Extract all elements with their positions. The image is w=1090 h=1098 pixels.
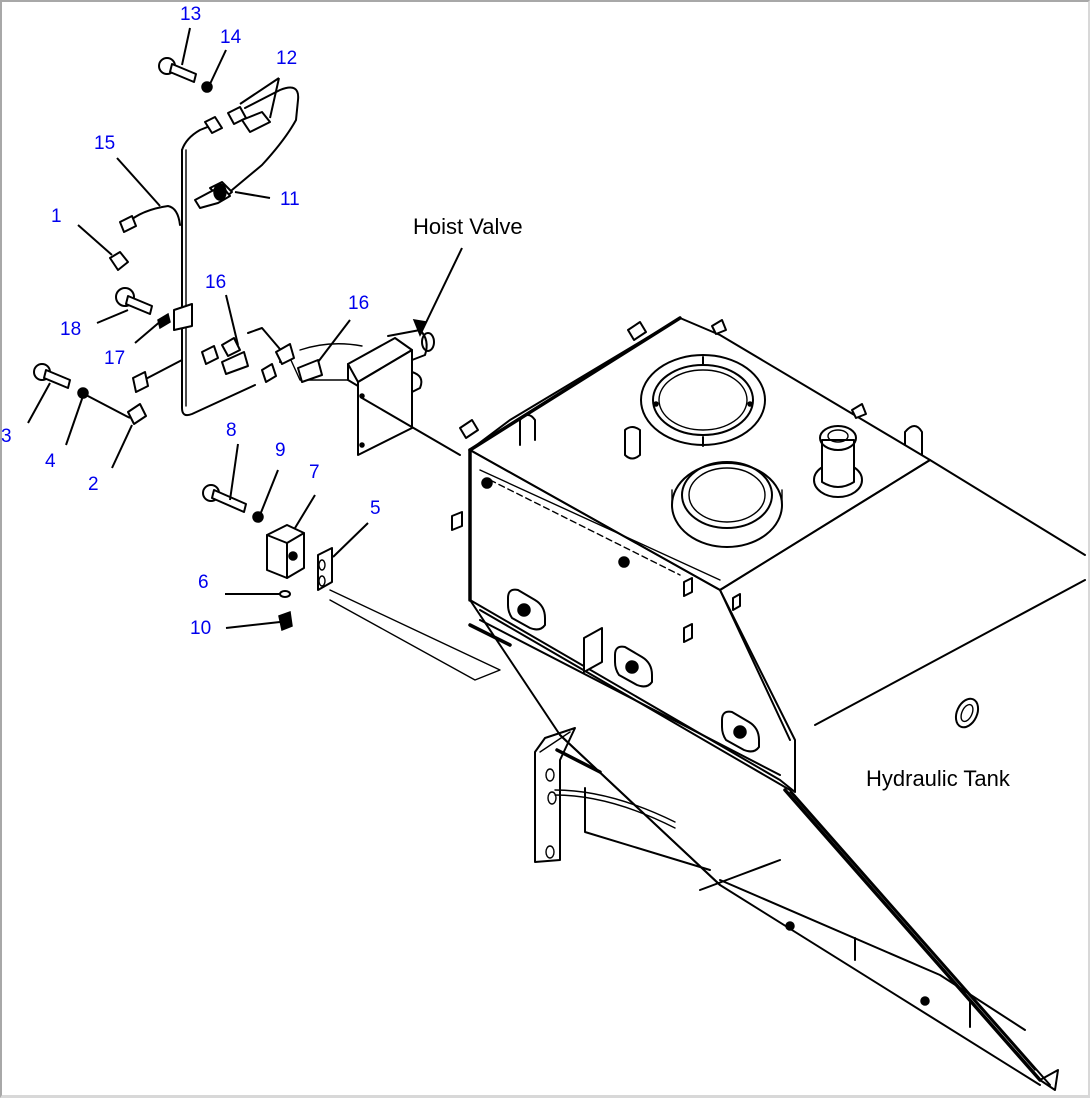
tank-upper-port [640,354,766,447]
callout-8: 8 [226,420,237,441]
callout-15: 15 [94,133,115,154]
callout-12: 12 [276,48,297,69]
part-11-connector [194,183,231,209]
part-13-bolt [158,57,197,83]
part-7-bracket [266,524,305,579]
callout-18: 18 [60,319,81,340]
callout-17: 17 [104,348,125,369]
callout-9: 9 [275,440,286,461]
callout-10: 10 [190,618,211,639]
hoist-valve [289,329,461,456]
part-3-bolt [33,363,71,389]
part-8-bolt [202,484,247,513]
callout-16-right: 16 [348,293,369,314]
callout-7: 7 [309,462,320,483]
callout-3: 3 [1,426,12,447]
tank-side-fittings [451,477,760,753]
callout-13: 13 [180,4,201,25]
callout-5: 5 [370,498,381,519]
hydraulic-tank [329,316,1086,1091]
callout-16-left: 16 [205,272,226,293]
tank-lower-port [671,461,783,548]
part-18-bolt [115,287,153,315]
hoist-valve-label: Hoist Valve [413,214,523,239]
tank-filler-neck [813,425,863,498]
callout-6: 6 [198,572,209,593]
hydraulic-tank-label: Hydraulic Tank [866,766,1011,791]
wire-harness [119,86,323,417]
callout-2: 2 [88,474,99,495]
callout-4: 4 [45,451,56,472]
loose-parts [33,57,333,632]
callout-1: 1 [51,206,62,227]
tank-mounting-bracket [534,727,711,871]
callout-14: 14 [220,27,242,48]
leader-lines [27,27,463,629]
callout-11: 11 [280,189,300,210]
